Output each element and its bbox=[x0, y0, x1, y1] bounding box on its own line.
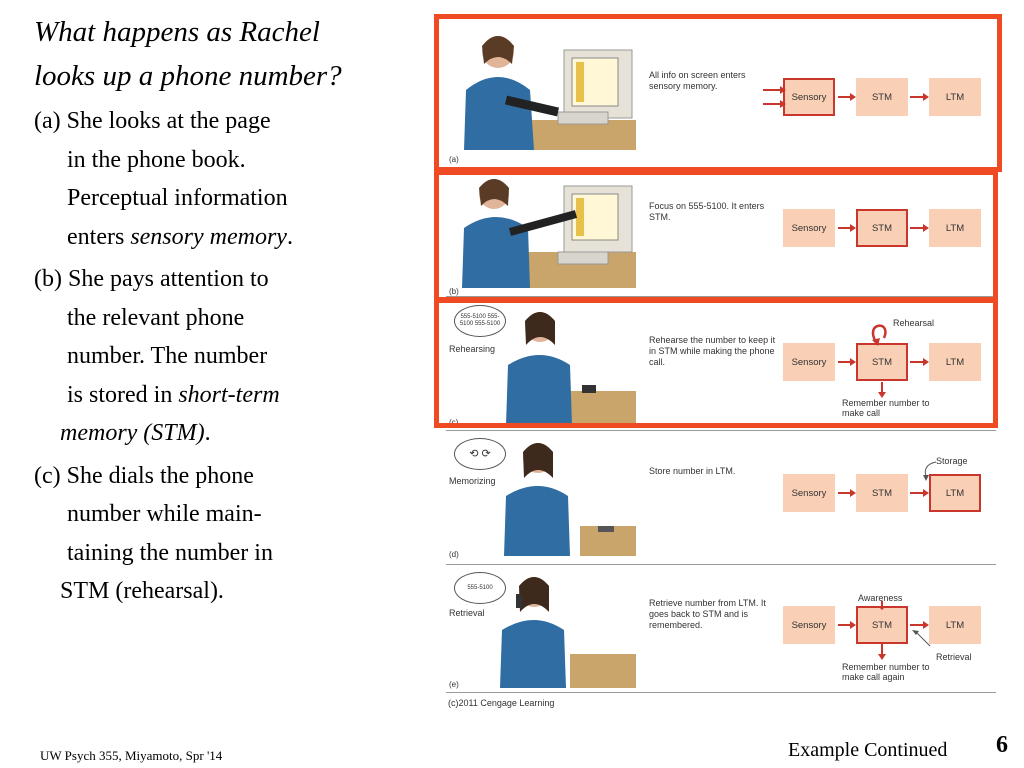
panel-a-label: (a) bbox=[449, 155, 459, 164]
thought-bubble: ⟲ ⟳ bbox=[454, 438, 506, 470]
page-number: 6 bbox=[996, 732, 1008, 758]
para-b-line-4: is stored in short-term bbox=[34, 376, 414, 415]
title-line-2: looks up a phone number? bbox=[34, 60, 342, 92]
highlight-frame-c bbox=[434, 298, 998, 428]
ltm-box: LTM bbox=[929, 343, 981, 381]
ltm-box: LTM bbox=[929, 474, 981, 512]
sensory-box: Sensory bbox=[783, 78, 835, 116]
flow-arrows bbox=[838, 324, 929, 398]
sensory-box: Sensory bbox=[783, 209, 835, 247]
sensory-box: Sensory bbox=[783, 606, 835, 644]
thought-bubble: 555-5100 555-5100 555-5100 bbox=[454, 305, 506, 337]
flow-arrows bbox=[838, 224, 929, 232]
para-b-period: . bbox=[204, 420, 211, 446]
para-a-line-2: in the phone book. bbox=[67, 146, 246, 173]
stm-box: STM bbox=[856, 606, 908, 644]
flow-arrows bbox=[838, 461, 937, 497]
panel-divider bbox=[446, 430, 996, 431]
para-b-line-5: memory (STM). bbox=[34, 414, 414, 453]
panel-c-description: Rehearse the number to keep it in STM wh… bbox=[649, 335, 776, 367]
ltm-box: LTM bbox=[929, 209, 981, 247]
retrieval-label: Retrieval bbox=[936, 652, 972, 662]
thought-bubble: 555-5100 bbox=[454, 572, 506, 604]
para-b-emphasis: short-term bbox=[178, 381, 280, 408]
remember-again-label: Remember number to make call again bbox=[842, 662, 930, 682]
storage-label: Storage bbox=[936, 456, 968, 466]
stm-box: STM bbox=[856, 343, 908, 381]
stm-box: STM bbox=[856, 78, 908, 116]
panel-e-description: Retrieve number from LTM. It goes back t… bbox=[649, 598, 766, 630]
panel-d-side-label: Memorizing bbox=[449, 476, 496, 486]
highlight-frame-b bbox=[434, 170, 998, 302]
person-memorizing-illustration bbox=[504, 443, 636, 556]
panel-e-label: (e) bbox=[449, 680, 459, 689]
panel-divider bbox=[446, 564, 996, 565]
para-b-text: is stored in bbox=[67, 381, 179, 408]
para-c-line-2: number while main- bbox=[67, 501, 262, 527]
flow-arrows bbox=[838, 601, 931, 660]
flow-arrows bbox=[763, 86, 929, 108]
para-a-line-3: Perceptual information bbox=[67, 185, 288, 211]
remember-label: Remember number to make call bbox=[842, 398, 930, 418]
person-at-computer-illustration bbox=[464, 36, 636, 150]
stm-box: STM bbox=[856, 474, 908, 512]
sensory-box: Sensory bbox=[783, 474, 835, 512]
panel-a-description: All info on screen enters sensory memory… bbox=[649, 70, 746, 91]
footer-continued-label: Example Continued bbox=[788, 739, 948, 761]
highlight-frame-a bbox=[434, 14, 1002, 172]
stm-box: STM bbox=[856, 209, 908, 247]
para-b-line-2: the relevant phone bbox=[67, 304, 245, 331]
paragraph-a: (a) She looks at the page in the phone b… bbox=[34, 102, 414, 256]
figure-credit: (c)2011 Cengage Learning bbox=[448, 698, 555, 708]
para-a-line-4: enters sensory memory. bbox=[34, 218, 414, 257]
title-line-1: What happens as Rachel bbox=[34, 16, 320, 48]
ltm-box: LTM bbox=[929, 78, 981, 116]
footer-course-label: UW Psych 355, Miyamoto, Spr '14 bbox=[40, 748, 223, 763]
panel-divider bbox=[446, 692, 996, 693]
panel-e-side-label: Retrieval bbox=[449, 608, 485, 618]
panel-b-description: Focus on 555-5100. It enters STM. bbox=[649, 201, 765, 222]
para-c-line-3: taining the number in bbox=[67, 539, 273, 566]
para-c-line-1: (c) She dials the phone bbox=[34, 462, 254, 489]
person-on-phone-illustration bbox=[506, 312, 636, 425]
para-b-line-1: (b) She pays attention to bbox=[34, 266, 269, 292]
ltm-box: LTM bbox=[929, 606, 981, 644]
panel-divider bbox=[446, 296, 996, 297]
rehearsal-label: Rehearsal bbox=[893, 318, 935, 328]
paragraph-c: (c) She dials the phone number while mai… bbox=[34, 457, 414, 611]
slide-text: What happens as Rachel looks up a phone … bbox=[34, 10, 414, 611]
person-calling-illustration bbox=[500, 577, 636, 688]
para-a-period: . bbox=[286, 223, 293, 250]
para-b-line-3: number. The number bbox=[67, 343, 268, 369]
para-a-text: enters bbox=[67, 223, 131, 250]
para-b-emphasis-2: memory (STM) bbox=[60, 420, 205, 446]
swirl-arrows-icon: ⟲ ⟳ bbox=[469, 447, 491, 460]
panel-c-side-label: Rehearsing bbox=[449, 344, 496, 354]
para-c-line-4: STM (rehearsal). bbox=[60, 578, 224, 604]
awareness-label: Awareness bbox=[858, 593, 903, 603]
panel-d-label: (d) bbox=[449, 550, 459, 559]
sensory-box: Sensory bbox=[783, 343, 835, 381]
panel-d-description: Store number in LTM. bbox=[649, 466, 736, 476]
person-pointing-illustration bbox=[462, 179, 636, 288]
slide-title: What happens as Rachel looks up a phone … bbox=[34, 10, 414, 98]
para-a-line-1: (a) She looks at the page bbox=[34, 108, 271, 134]
panel-b-label: (b) bbox=[449, 287, 459, 296]
panel-c-label: (c) bbox=[449, 418, 459, 427]
paragraph-b: (b) She pays attention to the relevant p… bbox=[34, 260, 414, 453]
para-a-emphasis: sensory memory bbox=[130, 223, 287, 250]
